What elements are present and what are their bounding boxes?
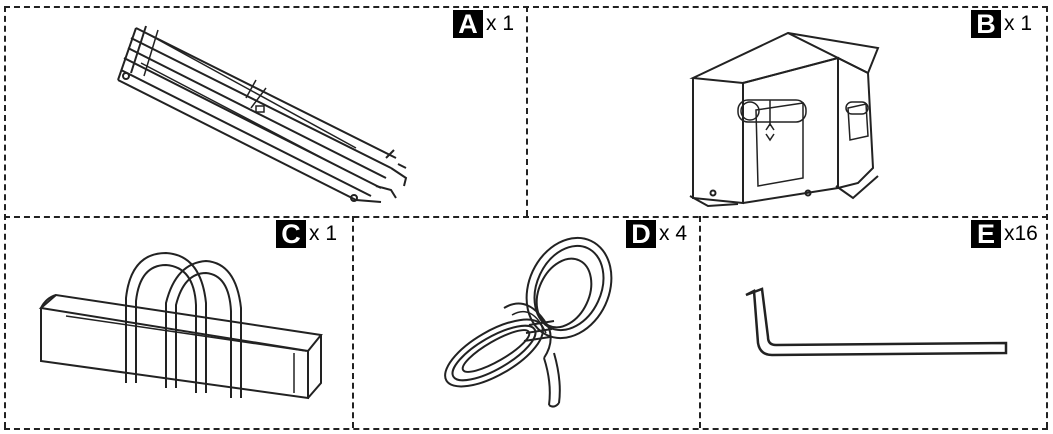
part-a-label: A x 1 bbox=[453, 10, 519, 38]
part-b-letter: B bbox=[971, 10, 1001, 38]
part-d-quantity: x 4 bbox=[656, 220, 692, 248]
grid-right-border bbox=[1046, 6, 1048, 428]
part-d-label: D x 4 bbox=[626, 220, 692, 248]
part-e-letter: E bbox=[971, 220, 1001, 248]
part-d-panel: D x 4 bbox=[354, 218, 699, 428]
part-b-panel: B x 1 bbox=[528, 8, 1046, 216]
folded-frame-icon bbox=[117, 25, 408, 203]
part-b-label: B x 1 bbox=[971, 10, 1037, 38]
part-c-panel: C x 1 bbox=[6, 218, 352, 428]
canopy-tent-icon bbox=[689, 31, 880, 208]
hex-key-icon bbox=[745, 287, 1008, 357]
part-a-panel: A x 1 bbox=[6, 8, 526, 216]
rope-coil-icon bbox=[444, 236, 613, 408]
grid-divider-de bbox=[699, 216, 701, 428]
grid-left-border bbox=[4, 6, 6, 428]
part-e-quantity: x16 bbox=[1001, 220, 1042, 248]
carry-bag-icon bbox=[38, 251, 323, 400]
part-c-quantity: x 1 bbox=[306, 220, 342, 248]
part-e-label: E x16 bbox=[971, 220, 1042, 248]
grid-divider-cd bbox=[352, 216, 354, 428]
part-a-quantity: x 1 bbox=[483, 10, 519, 38]
part-b-quantity: x 1 bbox=[1001, 10, 1037, 38]
grid-divider-ab bbox=[526, 6, 528, 216]
part-d-letter: D bbox=[626, 220, 656, 248]
grid-bottom-border bbox=[4, 428, 1048, 430]
part-a-letter: A bbox=[453, 10, 483, 38]
grid-middle-border bbox=[4, 216, 1048, 218]
part-c-label: C x 1 bbox=[276, 220, 342, 248]
part-c-letter: C bbox=[276, 220, 306, 248]
part-e-panel: E x16 bbox=[701, 218, 1046, 428]
